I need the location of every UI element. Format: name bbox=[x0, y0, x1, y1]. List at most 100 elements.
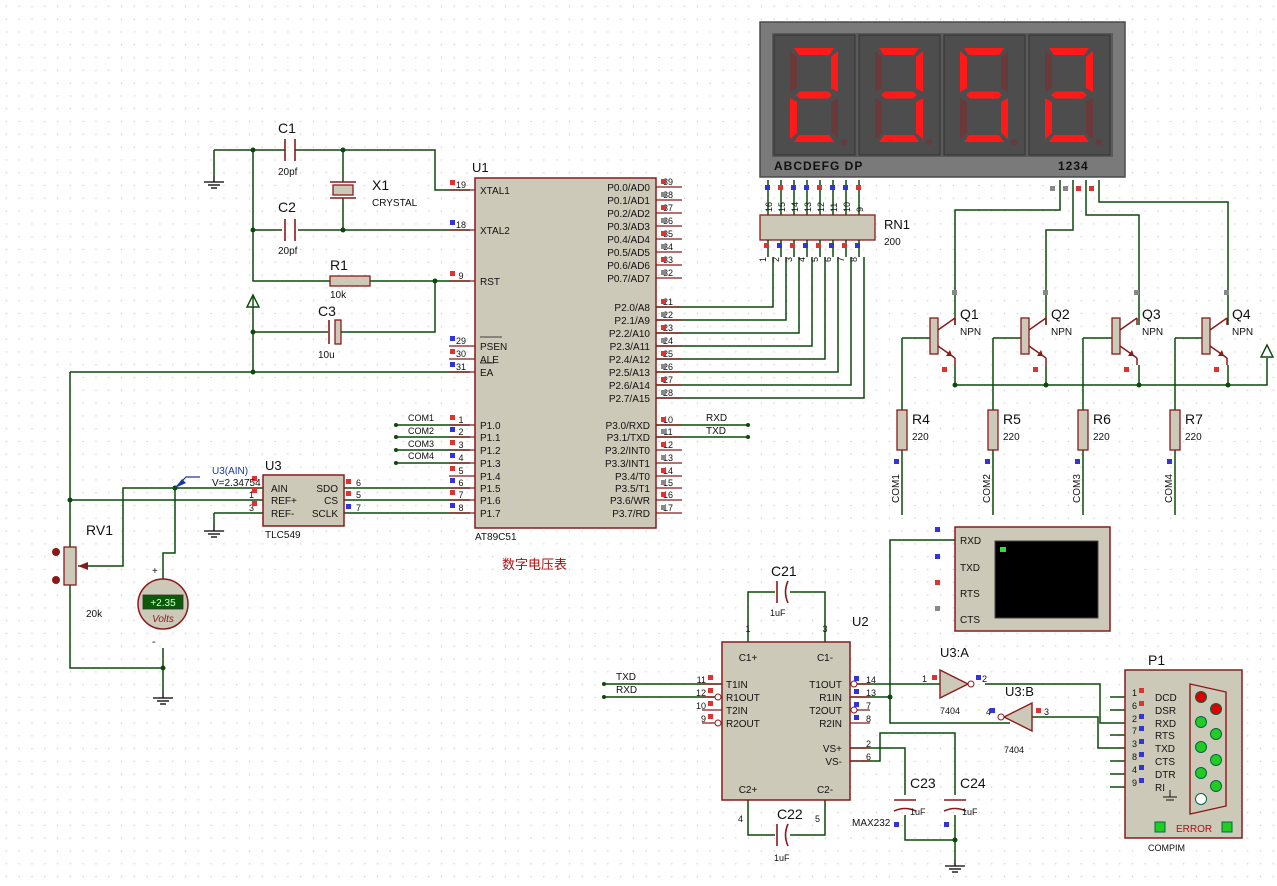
u1-pin-name: P2.2/A10 bbox=[609, 329, 651, 340]
pin-marker bbox=[990, 708, 995, 713]
gate-part: 7404 bbox=[1004, 745, 1024, 755]
voltmeter[interactable]: +2.35 Volts + - bbox=[137, 566, 189, 648]
u1-pin-name: P0.7/AD7 bbox=[607, 274, 650, 285]
gate-pin-number: 4 bbox=[986, 707, 991, 717]
u1-pin-number: 32 bbox=[663, 268, 673, 278]
u1-pin-name: PSEN bbox=[480, 342, 507, 353]
pin-marker bbox=[1139, 714, 1144, 719]
transistor-ref: Q4 bbox=[1232, 306, 1251, 322]
display-pin-number: 9 bbox=[855, 207, 865, 212]
u3-voltage-probe[interactable]: U3(AIN) V=2.34754 bbox=[174, 466, 261, 489]
u2-pin-name: R1OUT bbox=[726, 693, 760, 704]
probe-name: U3(AIN) bbox=[212, 466, 248, 477]
terminal-pin-name: RXD bbox=[960, 536, 981, 547]
pin-marker bbox=[450, 490, 455, 495]
u1-pin-number: 24 bbox=[663, 336, 673, 346]
pin-marker bbox=[252, 476, 257, 481]
pin-marker bbox=[661, 192, 666, 197]
u2-pin-name: T1IN bbox=[726, 680, 748, 691]
u3-pin-name: AIN bbox=[271, 484, 288, 495]
u3-pin-number: 7 bbox=[356, 503, 361, 513]
c1-capacitor[interactable]: C1 20pf bbox=[278, 120, 298, 178]
pin-marker bbox=[450, 336, 455, 341]
p1-error: ERROR bbox=[1176, 824, 1212, 835]
pin-marker bbox=[450, 180, 455, 185]
display-pin-number: 14 bbox=[790, 202, 800, 212]
u1-pin-number: 27 bbox=[663, 375, 673, 385]
u1-pin-number: 30 bbox=[456, 349, 466, 359]
pin-marker bbox=[450, 453, 455, 458]
u1-pin-number: 21 bbox=[663, 297, 673, 307]
p1-pin-name: TXD bbox=[1155, 744, 1175, 755]
u1-pin-name: P1.7 bbox=[480, 509, 501, 520]
u1-pin-number: 11 bbox=[663, 427, 672, 437]
pin-marker bbox=[450, 478, 455, 483]
u1-pin-name: P2.7/A15 bbox=[609, 394, 651, 405]
u1-pin-number: 14 bbox=[663, 466, 673, 476]
transistor-type: NPN bbox=[1142, 327, 1163, 338]
gate-pin-number: 2 bbox=[982, 674, 987, 684]
u1-pin-name: P3.1/TXD bbox=[607, 433, 650, 444]
p1-pin-name: DTR bbox=[1155, 770, 1176, 781]
u1-pin-number: 10 bbox=[663, 415, 673, 425]
pin-marker bbox=[661, 505, 666, 510]
u1-pin-name: P2.4/A12 bbox=[609, 355, 651, 366]
u1-pin-name: P0.5/AD5 bbox=[607, 248, 650, 259]
pin-marker bbox=[855, 243, 860, 248]
c1-ref: C1 bbox=[278, 120, 296, 136]
p1-ground-icon bbox=[1163, 790, 1177, 801]
pin-marker bbox=[1033, 367, 1038, 372]
resistor-ref: R6 bbox=[1093, 411, 1111, 427]
pin-marker bbox=[661, 364, 666, 369]
pin-marker bbox=[252, 501, 257, 506]
u1-microcontroller[interactable]: U1 AT89C51 19XTAL118XTAL29RST29PSEN30ALE… bbox=[449, 160, 682, 543]
x1-crystal[interactable]: X1 CRYSTAL bbox=[330, 177, 418, 209]
u1-pin-name: P1.1 bbox=[480, 433, 501, 444]
terminal-pin-name: CTS bbox=[960, 615, 980, 626]
rv1-potentiometer[interactable]: RV1 20k bbox=[52, 522, 113, 620]
u1-pin-number: 37 bbox=[663, 203, 673, 213]
pin-marker bbox=[450, 362, 455, 367]
rn1-pin-number: 3 bbox=[784, 257, 794, 262]
r1-value: 10k bbox=[330, 290, 347, 301]
r1-resistor[interactable]: R1 10k bbox=[329, 257, 371, 301]
transistor-type: NPN bbox=[1051, 327, 1072, 338]
u1-pin-number: 29 bbox=[456, 336, 466, 346]
c3-capacitor[interactable]: C3 10u bbox=[318, 303, 346, 361]
pin-marker bbox=[1139, 765, 1144, 770]
c2-ref: C2 bbox=[278, 199, 296, 215]
gate-pin-number: 1 bbox=[922, 674, 927, 684]
pin-marker bbox=[346, 479, 351, 484]
p1-pin-number: 8 bbox=[1132, 752, 1137, 762]
c1-value: 20pf bbox=[278, 167, 298, 178]
rn1-pin-number: 7 bbox=[836, 257, 846, 262]
com-net-label: COM3 bbox=[408, 439, 434, 449]
pin-marker bbox=[854, 689, 859, 694]
gate-ref: U3:B bbox=[1005, 684, 1034, 699]
u3-pin-number: 6 bbox=[356, 478, 361, 488]
c2-capacitor[interactable]: C2 20pf bbox=[278, 199, 298, 257]
